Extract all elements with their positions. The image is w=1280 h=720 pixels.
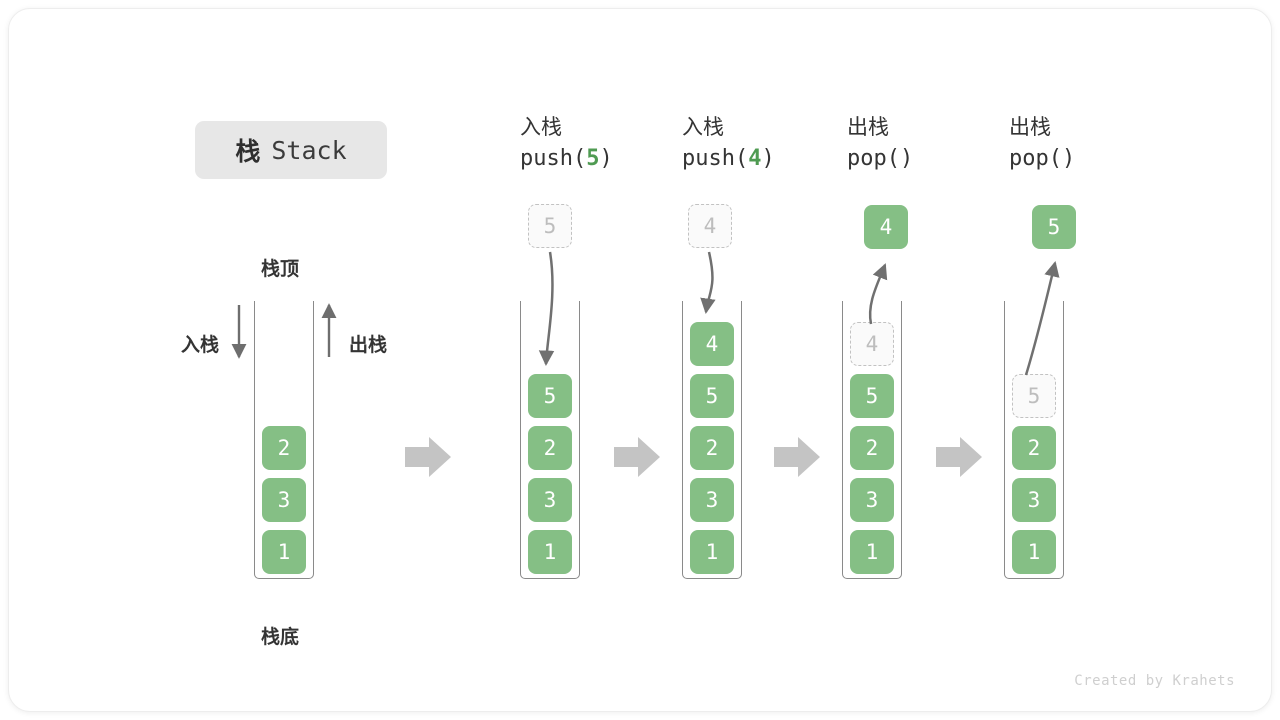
ghost-cell: 4 [688, 204, 732, 248]
stack-cell: 1 [690, 530, 734, 574]
stack-container-pop-5 [1004, 301, 1064, 579]
step-arrow [405, 437, 451, 477]
step-arrow [614, 437, 660, 477]
stack-cell: 2 [528, 426, 572, 470]
title-label-en: Stack [271, 135, 347, 165]
stack-cell: 1 [850, 530, 894, 574]
stack-cell: 1 [262, 530, 306, 574]
title-badge: 栈 Stack [195, 121, 387, 179]
stack-cell: 1 [1012, 530, 1056, 574]
column-header-code: push(5) [520, 145, 613, 171]
stack-cell: 2 [850, 426, 894, 470]
ghost-cell: 5 [528, 204, 572, 248]
stack-cell: 5 [690, 374, 734, 418]
stack-cell: 5 [528, 374, 572, 418]
column-header-push-4: 入栈 push(4) [682, 113, 775, 174]
stack-cell: 1 [528, 530, 572, 574]
title-label-cn: 栈 [235, 138, 261, 166]
column-header-code: pop() [847, 145, 914, 171]
stack-cell: 2 [1012, 426, 1056, 470]
stack-cell: 3 [528, 478, 572, 522]
column-header-cn: 入栈 [520, 116, 562, 139]
popped-cell: 5 [1032, 205, 1076, 249]
arrows-overlay [231, 251, 1060, 477]
stack-cell: 3 [262, 478, 306, 522]
stack-container-pop-4 [842, 301, 902, 579]
stack-container-push-4 [682, 301, 742, 579]
stack-cell: 4 [690, 322, 734, 366]
stack-top-label: 栈顶 [261, 259, 300, 280]
stack-bottom-label: 栈底 [261, 627, 300, 648]
column-header-cn: 出栈 [1009, 116, 1051, 139]
stack-container-push-5 [520, 301, 580, 579]
stack-cell: 3 [850, 478, 894, 522]
ghost-cell: 5 [1012, 374, 1056, 418]
ghost-cell: 4 [850, 322, 894, 366]
stack-cell: 3 [1012, 478, 1056, 522]
stack-cell: 2 [262, 426, 306, 470]
column-header-cn: 出栈 [847, 116, 889, 139]
stack-cell: 3 [690, 478, 734, 522]
column-header-pop-5: 出栈 pop() [1009, 113, 1075, 174]
column-header-code: push(4) [682, 145, 775, 171]
stack-container-initial [254, 301, 314, 579]
stack-cell: 5 [850, 374, 894, 418]
column-header-pop-4: 出栈 pop() [847, 113, 913, 174]
pop-side-label: 出栈 [349, 335, 388, 356]
step-arrow [774, 437, 820, 477]
push-side-label: 入栈 [181, 335, 220, 356]
diagram-card: 栈 Stack 栈顶 栈底 入栈 出栈 2 3 1 入栈 push(5) 5 5… [8, 8, 1272, 712]
step-arrow [936, 437, 982, 477]
stack-cell: 2 [690, 426, 734, 470]
popped-cell: 4 [864, 205, 908, 249]
credit-text: Created by Krahets [1074, 673, 1235, 689]
column-header-cn: 入栈 [682, 116, 724, 139]
column-header-push-5: 入栈 push(5) [520, 113, 613, 174]
column-header-code: pop() [1009, 145, 1076, 171]
